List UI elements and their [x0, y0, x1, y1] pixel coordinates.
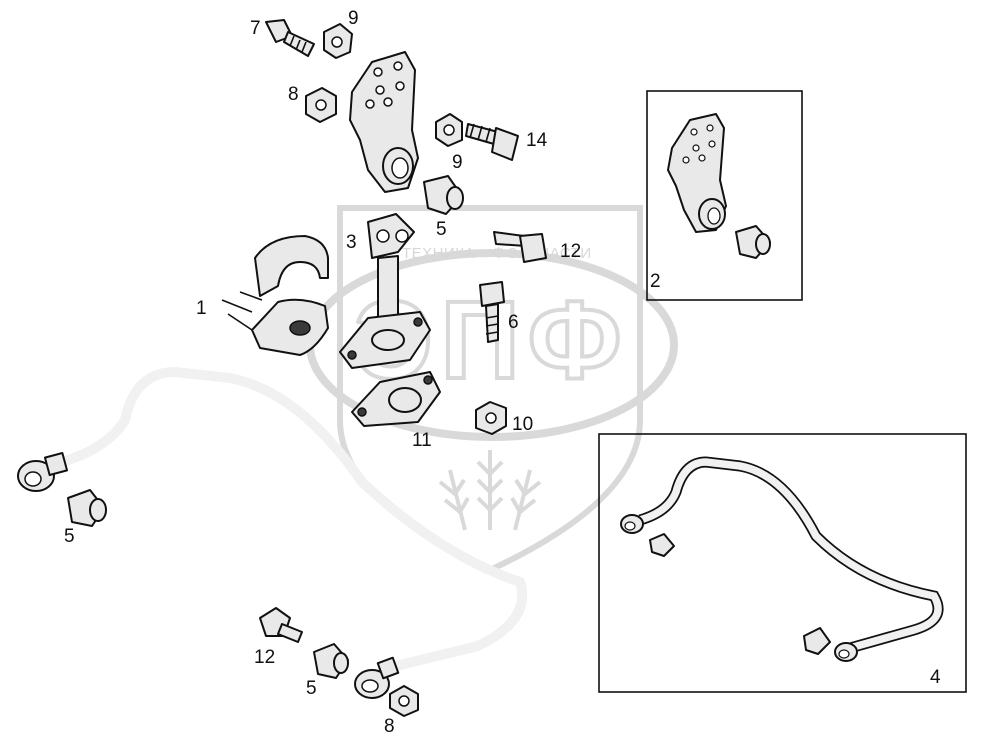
callout-9-lower: 9 — [452, 152, 463, 173]
stabilizer-bar — [17, 366, 528, 699]
callout-5-right: 5 — [306, 678, 317, 699]
watermark-tagline-left: ТЕХНИКА — [402, 245, 475, 262]
callout-4: 4 — [930, 667, 941, 688]
callout-5-left: 5 — [64, 526, 75, 547]
callout-8-upper: 8 — [288, 84, 299, 105]
inset-2-bracket — [667, 113, 727, 233]
part-5-bushing-left — [67, 489, 107, 527]
part-14-bolt — [465, 123, 519, 161]
inset-4-bushing-right — [803, 627, 831, 655]
callout-9-upper: 9 — [348, 8, 359, 29]
part-8-nut-lower — [389, 685, 419, 717]
inset-4-bushing-left — [649, 533, 675, 557]
callout-11: 11 — [412, 430, 432, 451]
part-1-cushion — [221, 235, 329, 356]
part-10-nut — [475, 401, 507, 435]
part-12-bolt-lower — [259, 607, 303, 643]
inset-box-variant-4 — [598, 433, 967, 693]
callout-12-upper: 12 — [560, 241, 581, 262]
callout-6: 6 — [508, 312, 519, 333]
part-6-bolt — [479, 281, 505, 343]
part-9-nut-upper — [323, 23, 353, 59]
part-5-bushing-right — [313, 643, 349, 679]
inset-2-bushing — [735, 225, 771, 259]
inset-4-stabilizer-bar — [620, 456, 944, 662]
part-9-nut-lower — [435, 113, 463, 147]
callout-8-lower: 8 — [384, 716, 395, 737]
part-11-clamp-upper — [339, 311, 431, 369]
inset-box-variant-2 — [646, 90, 803, 301]
callout-10: 10 — [512, 414, 533, 435]
part-12-bolt-upper — [493, 231, 547, 263]
watermark-wheat-icon — [438, 450, 542, 531]
part-5-bushing-upper — [423, 175, 464, 215]
callout-2: 2 — [650, 271, 661, 292]
callout-5-upper: 5 — [436, 219, 447, 240]
callout-12-lower: 12 — [254, 647, 275, 668]
watermark: ЭПФ ТЕХНИКА ⚙ ЗАПЧАСТИ — [306, 205, 678, 574]
callout-1: 1 — [196, 298, 207, 319]
part-8-nut-upper — [305, 87, 337, 123]
callout-14: 14 — [526, 130, 548, 151]
callout-7: 7 — [250, 18, 261, 39]
callout-3: 3 — [346, 232, 357, 253]
part-11-clamp-lower — [351, 371, 441, 427]
watermark-gear-icon: ⚙ — [492, 245, 506, 262]
part-7-bolt — [265, 19, 315, 57]
bracket-plate — [349, 51, 419, 193]
